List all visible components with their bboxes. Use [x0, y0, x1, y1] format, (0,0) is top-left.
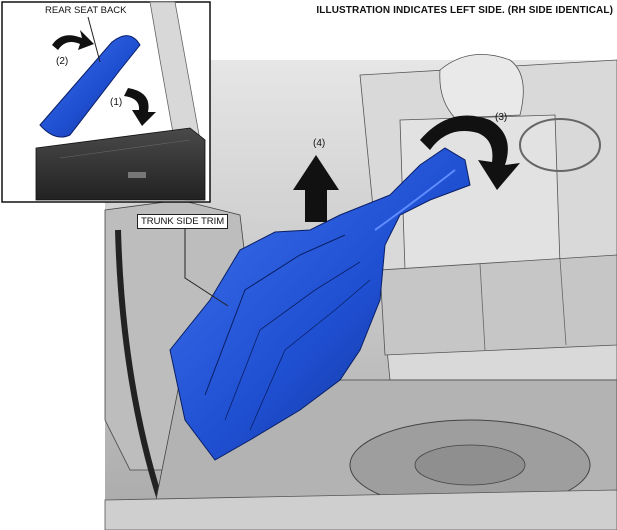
trunk-side-trim-part [169, 147, 471, 461]
step-3-label: (3) [495, 112, 508, 123]
inset-rear-seat-back [1, 1, 211, 203]
trunk-side-trim-leader [184, 226, 229, 307]
rear-seat-back-label: REAR SEAT BACK [45, 5, 127, 16]
lift-up-arrow [293, 155, 339, 222]
step-4-label: (4) [313, 138, 326, 149]
illustration-note: ILLUSTRATION INDICATES LEFT SIDE. (RH SI… [316, 5, 613, 16]
cargo-area-scene [104, 54, 617, 530]
rotate-arrow-3 [420, 115, 520, 190]
step-2-label: (2) [56, 56, 69, 67]
trunk-side-trim-label: TRUNK SIDE TRIM [137, 214, 229, 229]
step-1-label: (1) [110, 97, 123, 108]
